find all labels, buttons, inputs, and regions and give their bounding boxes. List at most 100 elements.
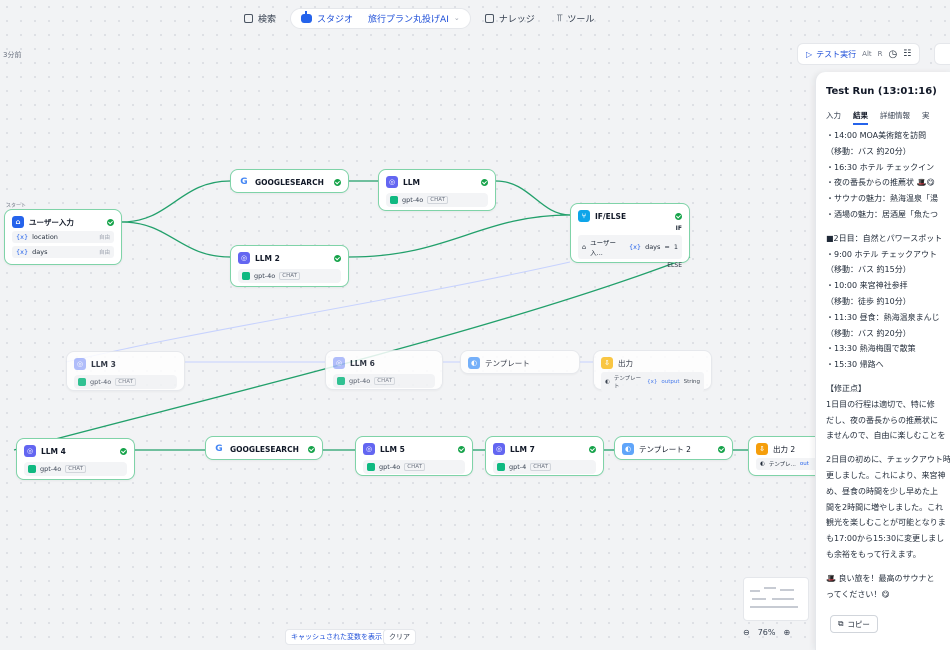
result-line: ・11:30 昼食：熱海温泉まんじ bbox=[826, 312, 940, 322]
cond-src: ユーザー入... bbox=[590, 239, 617, 257]
out-var: output bbox=[661, 379, 680, 385]
node-title: LLM 2 bbox=[255, 253, 280, 263]
node-ifelse[interactable]: ⑂ IF/ELSE IF ⌂ ユーザー入... {x} days = 1 ELS… bbox=[570, 203, 690, 269]
node-title: LLM 7 bbox=[510, 444, 535, 454]
model-row: gpt-4o CHAT bbox=[333, 374, 435, 388]
shortcut-alt: Alt bbox=[862, 50, 872, 58]
tab-input[interactable]: 入力 bbox=[826, 111, 841, 120]
tab-details[interactable]: 詳細情報 bbox=[880, 111, 910, 120]
tab-trace[interactable]: 実 bbox=[922, 111, 930, 120]
result-line: ・14:00 MOA美術館を訪問 bbox=[826, 131, 927, 140]
node-llm-1[interactable]: ◎ LLM gpt-4o CHAT bbox=[378, 169, 496, 211]
chevron-down-icon[interactable]: ⌄ bbox=[453, 14, 460, 22]
top-nav: 検索 スタジオ 旅行プラン丸投げAI ⌄ ナレッジ ⫪ ツール bbox=[236, 6, 602, 30]
result-line: ・16:30 ホテル チェックイン bbox=[826, 162, 935, 172]
var-type: 自由 bbox=[98, 250, 110, 256]
spacer bbox=[826, 373, 950, 381]
show-cached-vars-button[interactable]: キャッシュされた変数を表示 bbox=[285, 629, 388, 645]
output-icon: ⇩ bbox=[756, 443, 768, 455]
result-line: ・13:30 熱海梅園で散策 bbox=[826, 344, 916, 354]
zoom-controls: ⊖ 76% ⊕ bbox=[743, 628, 790, 637]
out-src: テンプレート bbox=[613, 376, 642, 390]
variable-icon: {x} bbox=[647, 379, 658, 385]
result-line: め、昼食の時間を少し早めた上 bbox=[826, 486, 938, 496]
result-line: ・夜の番長からの推薦状 🎩😋 bbox=[826, 178, 935, 188]
nav-studio[interactable]: スタジオ 旅行プラン丸投げAI ⌄ bbox=[290, 7, 471, 29]
result-line: ■2日目：自然とパワースポット bbox=[826, 233, 943, 243]
nav-knowledge[interactable]: ナレッジ bbox=[477, 9, 543, 28]
node-llm-2[interactable]: ◎ LLM 2 gpt-4o CHAT bbox=[230, 245, 349, 287]
openai-icon bbox=[367, 463, 375, 471]
node-output-2[interactable]: ⇩ 出力 2 ◐ テンプレ... out bbox=[748, 436, 828, 476]
model-name: gpt-4o bbox=[379, 463, 401, 471]
zoom-in-icon[interactable]: ⊕ bbox=[783, 628, 791, 637]
template-icon: ◐ bbox=[605, 379, 610, 385]
result-line: 更しました。これにより、来宮神 bbox=[826, 470, 946, 480]
panel-title: Test Run (13:01:16) bbox=[826, 86, 937, 97]
zoom-out-icon[interactable]: ⊖ bbox=[743, 628, 750, 637]
model-tag: CHAT bbox=[279, 272, 300, 280]
node-template-1[interactable]: ◐ テンプレート bbox=[460, 350, 580, 374]
node-title: LLM bbox=[403, 177, 421, 187]
test-run-button[interactable]: ▷ テスト実行 bbox=[806, 49, 856, 60]
node-user-input[interactable]: ⌂ ユーザー入力 {x} location 自由 {x} days 自由 bbox=[4, 209, 122, 265]
node-llm-5[interactable]: ◎ LLM 5 gpt-4o CHAT bbox=[355, 436, 473, 476]
test-run-panel: Test Run (13:01:16) 入力 結果 詳細情報 実 ・14:00 … bbox=[815, 72, 950, 650]
book-icon bbox=[484, 13, 494, 23]
success-icon bbox=[675, 212, 682, 220]
model-tag: CHAT bbox=[530, 463, 551, 471]
openai-icon bbox=[337, 377, 345, 385]
template-icon: ◐ bbox=[468, 357, 480, 369]
google-icon: G bbox=[238, 176, 250, 188]
node-llm-3[interactable]: ◎ LLM 3 gpt-4o CHAT bbox=[66, 351, 185, 391]
minimap[interactable] bbox=[743, 577, 809, 621]
cond-val: 1 bbox=[673, 243, 678, 251]
node-llm-6[interactable]: ◎ LLM 6 gpt-4o CHAT bbox=[325, 350, 443, 390]
llm-icon: ◎ bbox=[493, 443, 505, 455]
result-line: ・酒場の魅力：居酒屋「魚たつ bbox=[826, 209, 938, 219]
model-name: gpt-4o bbox=[349, 377, 371, 385]
model-tag: CHAT bbox=[404, 463, 425, 471]
test-run-label: テスト実行 bbox=[816, 49, 857, 59]
node-output-1[interactable]: ⇩ 出力 ◐ テンプレート {x} output String bbox=[593, 350, 712, 392]
out-type: String bbox=[683, 379, 700, 385]
node-template-2[interactable]: ◐ テンプレート 2 bbox=[614, 436, 733, 460]
branch-icon: ⑂ bbox=[578, 210, 590, 222]
node-title: テンプレート 2 bbox=[639, 444, 691, 454]
node-title: LLM 6 bbox=[350, 358, 375, 368]
template-icon: ◐ bbox=[622, 443, 634, 455]
result-line: 間を2時間に増やしました。これ bbox=[826, 502, 944, 512]
nav-tools[interactable]: ⫪ ツール bbox=[549, 9, 603, 28]
node-googlesearch-2[interactable]: G GOOGLESEARCH bbox=[205, 436, 323, 460]
model-tag: CHAT bbox=[115, 378, 136, 386]
nav-search[interactable]: 検索 bbox=[236, 9, 284, 28]
tab-result[interactable]: 結果 bbox=[853, 110, 868, 125]
node-llm-7[interactable]: ◎ LLM 7 gpt-4 CHAT bbox=[485, 436, 604, 476]
result-line: 2日目の初めに、チェックアウト時 bbox=[826, 455, 950, 465]
template-icon: ◐ bbox=[760, 461, 765, 467]
spacer bbox=[826, 444, 950, 452]
nav-knowledge-label: ナレッジ bbox=[498, 14, 535, 25]
success-icon bbox=[589, 445, 596, 453]
var-row: {x} days 自由 bbox=[12, 246, 114, 258]
node-googlesearch-1[interactable]: G GOOGLESEARCH bbox=[230, 169, 349, 193]
node-llm-4[interactable]: ◎ LLM 4 gpt-4o CHAT bbox=[16, 438, 135, 480]
checklist-icon[interactable]: ☷ bbox=[903, 49, 912, 59]
history-icon[interactable]: ◷ bbox=[888, 48, 898, 60]
var-name: days bbox=[32, 248, 48, 256]
condition-row: ⌂ ユーザー入... {x} days = 1 bbox=[578, 235, 682, 259]
copy-button[interactable]: ⧉ コピー bbox=[830, 615, 878, 633]
node-title: テンプレート bbox=[485, 358, 530, 368]
model-row: gpt-4o CHAT bbox=[24, 462, 127, 476]
nav-search-label: 検索 bbox=[258, 14, 277, 25]
result-line: （移動：バス 約20分） bbox=[826, 328, 911, 338]
var-type: 自由 bbox=[98, 235, 110, 241]
bot-name: 旅行プラン丸投げAI bbox=[368, 14, 449, 25]
result-line: （移動：バス 約20分） bbox=[826, 146, 911, 156]
panel-toggle-button[interactable] bbox=[934, 43, 950, 65]
clear-button[interactable]: クリア bbox=[383, 629, 416, 645]
saved-time: 3分前 bbox=[3, 51, 22, 59]
if-label: IF bbox=[675, 225, 682, 232]
openai-icon bbox=[28, 465, 36, 473]
